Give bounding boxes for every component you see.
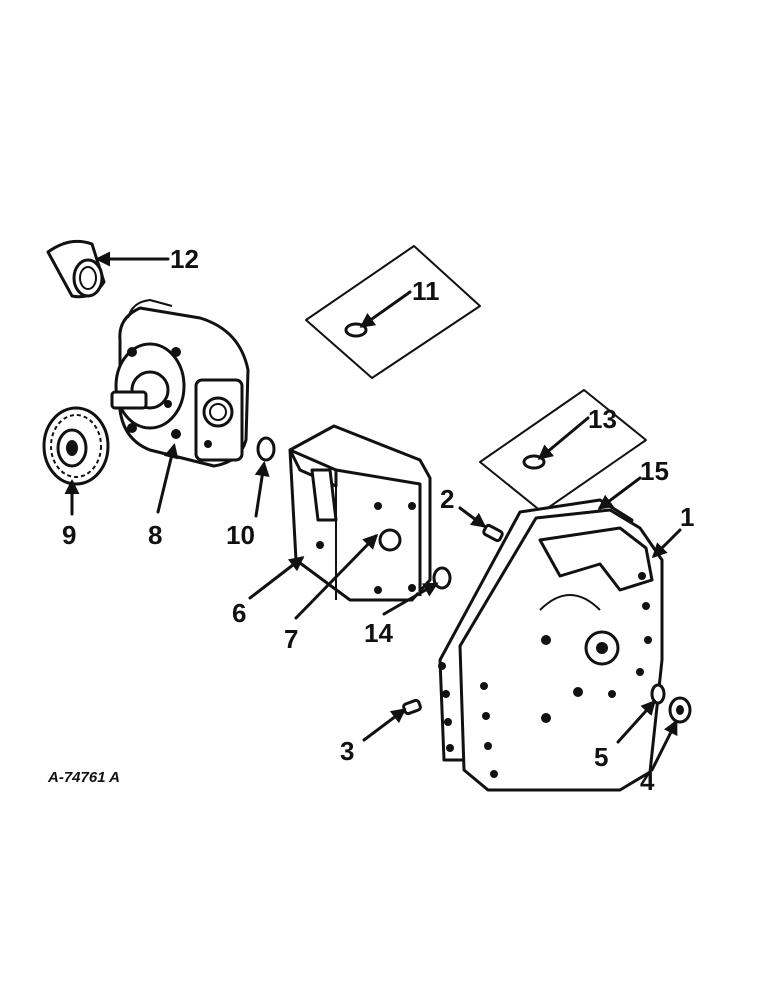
- callout-3: 3: [340, 736, 354, 766]
- leader-lines: [64, 251, 682, 772]
- part-10-o-ring: [256, 436, 276, 462]
- callout-14: 14: [364, 618, 393, 648]
- leader-11: [359, 290, 412, 328]
- callout-1: 1: [680, 502, 694, 532]
- part-2-dowel-pin: [482, 523, 504, 543]
- callout-12: 12: [170, 244, 199, 274]
- callout-10: 10: [226, 520, 255, 550]
- callout-8: 8: [148, 520, 162, 550]
- leader-2: [458, 506, 487, 528]
- part-8-pump-body: [110, 299, 250, 468]
- part-3-dowel-pin: [402, 698, 422, 716]
- leader-13: [537, 416, 590, 460]
- leader-1: [651, 528, 682, 559]
- callout-2: 2: [440, 484, 454, 514]
- callout-15: 15: [640, 456, 669, 486]
- part-11-seal-kit: [305, 245, 481, 379]
- callout-4: 4: [640, 766, 655, 796]
- drawing-code: A-74761 A: [47, 769, 120, 786]
- leader-5: [616, 699, 657, 744]
- callout-13: 13: [588, 404, 617, 434]
- leader-6: [248, 556, 305, 600]
- callout-6: 6: [232, 598, 246, 628]
- leader-8: [156, 443, 179, 514]
- part-9-gear: [42, 406, 110, 486]
- part-1-cover-plate: [458, 508, 664, 792]
- part-12-sleeve: [46, 239, 106, 299]
- callout-11: 11: [412, 276, 440, 306]
- leader-4: [650, 719, 678, 772]
- callout-7: 7: [284, 624, 298, 654]
- callout-labels: 12 11 13 15 1 2 10 8 9 6 7 14 3 5 4: [62, 244, 694, 796]
- leader-7: [294, 533, 379, 620]
- part-4-plug: [668, 696, 692, 724]
- part-6-adapter-block: [288, 424, 432, 602]
- callout-5: 5: [594, 742, 608, 772]
- leader-3: [362, 708, 407, 742]
- leader-15: [597, 476, 642, 510]
- leader-10: [254, 461, 270, 518]
- part-5-o-ring: [650, 683, 666, 705]
- callout-9: 9: [62, 520, 76, 550]
- leader-14: [382, 582, 439, 616]
